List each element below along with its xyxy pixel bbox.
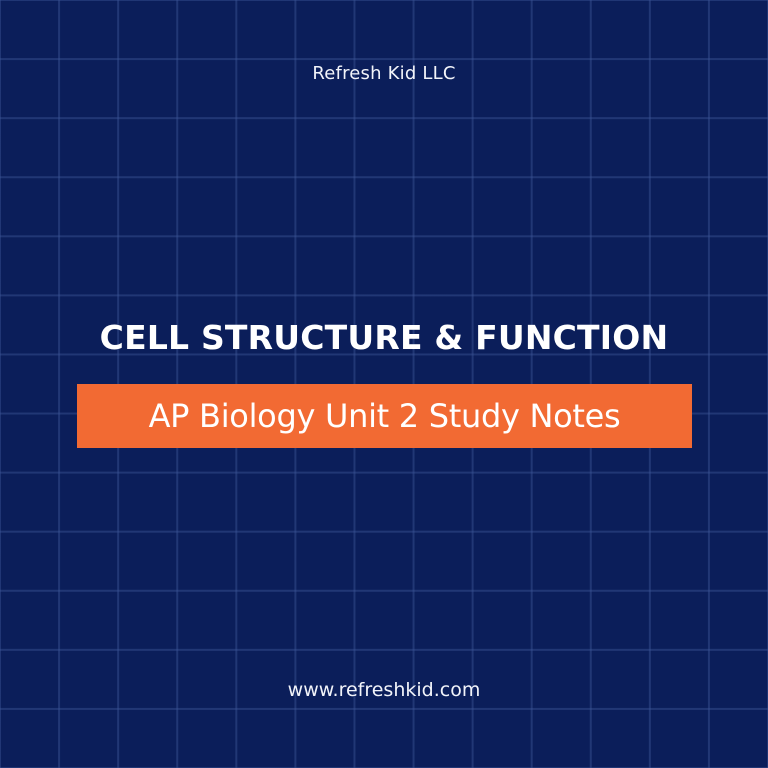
page-title: CELL STRUCTURE & FUNCTION	[99, 318, 669, 357]
website-url: www.refreshkid.com	[287, 679, 481, 701]
company-name: Refresh Kid LLC	[312, 63, 456, 84]
subtitle-banner: AP Biology Unit 2 Study Notes	[77, 384, 692, 448]
subtitle-text: AP Biology Unit 2 Study Notes	[148, 397, 621, 435]
